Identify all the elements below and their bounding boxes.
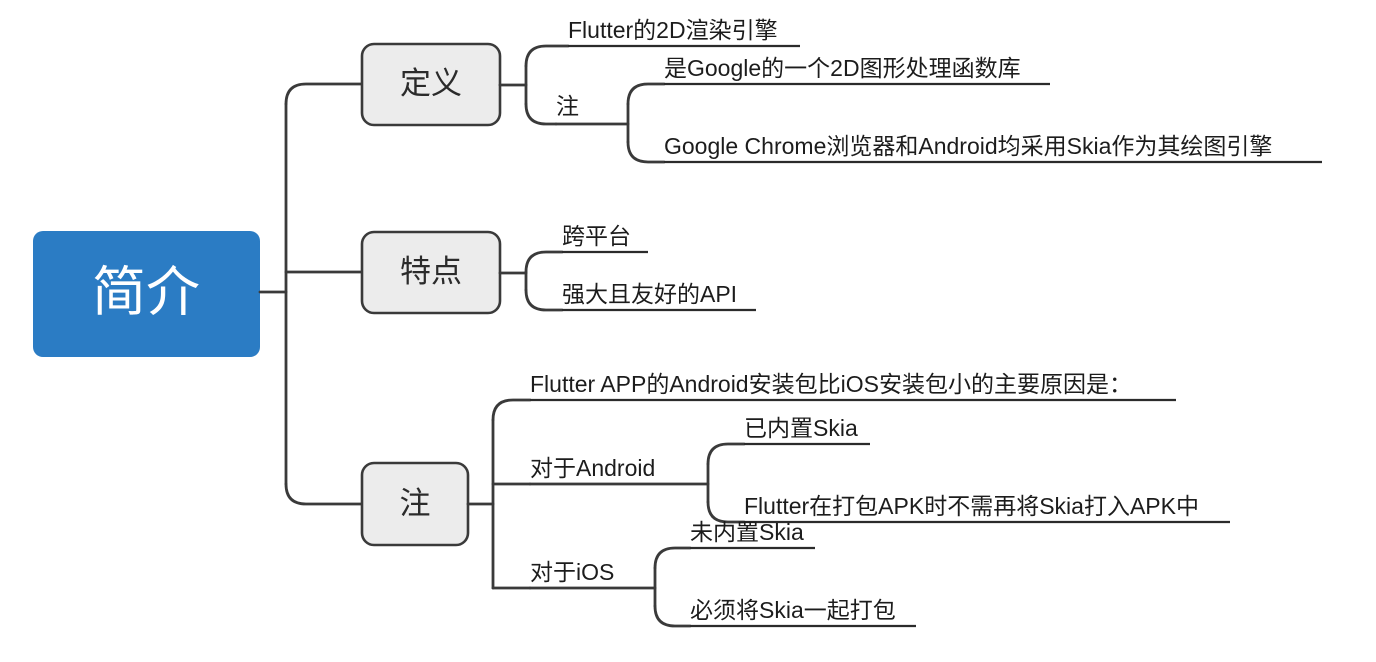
features-to-leaf-1 xyxy=(524,250,564,274)
branch-notes-label: 注 xyxy=(400,486,431,521)
leaf-android-2-label: Flutter在打包APK时不需再将Skia打入APK中 xyxy=(744,493,1199,519)
android-to-leaf-1 xyxy=(706,442,746,466)
leaf-notes-headline-label: Flutter APP的Android安装包比iOS安装包小的主要原因是： xyxy=(530,371,1132,397)
leaf-android-1[interactable]: 已内置Skia xyxy=(744,415,870,446)
sub-node-android-label: 对于Android xyxy=(530,455,655,481)
definition-note-to-leaf-1 xyxy=(626,82,666,106)
definition-note-to-leaf-2 xyxy=(626,140,666,164)
leaf-android-1-label: 已内置Skia xyxy=(744,415,858,441)
leaf-notes-headline[interactable]: Flutter APP的Android安装包比iOS安装包小的主要原因是： xyxy=(530,371,1176,402)
branch-node-notes[interactable]: 注 xyxy=(360,461,470,547)
branch-node-definition[interactable]: 定义 xyxy=(360,42,502,127)
sub-node-ios-label: 对于iOS xyxy=(530,559,614,585)
leaf-features-2[interactable]: 强大且友好的API xyxy=(562,281,756,312)
leaf-definition-note-2[interactable]: Google Chrome浏览器和Android均采用Skia作为其绘图引擎 xyxy=(664,133,1322,164)
definition-to-leaf-1 xyxy=(524,44,570,68)
ios-to-leaf-2 xyxy=(653,604,692,628)
leaf-ios-2[interactable]: 必须将Skia一起打包 xyxy=(690,597,916,628)
leaf-ios-1[interactable]: 未内置Skia xyxy=(690,519,815,550)
leaf-definition-note-2-label: Google Chrome浏览器和Android均采用Skia作为其绘图引擎 xyxy=(664,133,1272,159)
android-to-leaf-2 xyxy=(706,500,746,524)
features-to-leaf-2 xyxy=(524,288,564,312)
root-node-label: 简介 xyxy=(92,262,200,322)
branch-features-label: 特点 xyxy=(400,254,462,289)
leaf-definition-note-1[interactable]: 是Google的一个2D图形处理函数库 xyxy=(664,55,1050,86)
leaf-features-2-label: 强大且友好的API xyxy=(562,281,737,307)
spine-to-notes xyxy=(284,482,364,506)
leaf-features-1-label: 跨平台 xyxy=(562,223,631,249)
leaf-ios-2-label: 必须将Skia一起打包 xyxy=(690,597,896,623)
sub-node-ios[interactable]: 对于iOS xyxy=(530,559,614,585)
leaf-definition-note-1-label: 是Google的一个2D图形处理函数库 xyxy=(664,55,1021,81)
leaf-android-2[interactable]: Flutter在打包APK时不需再将Skia打入APK中 xyxy=(744,493,1230,524)
sub-node-definition-note-label: 注 xyxy=(556,93,579,119)
sub-node-definition-note[interactable]: 注 xyxy=(556,93,579,119)
ios-to-leaf-1 xyxy=(653,546,692,570)
notes-to-headline xyxy=(491,398,532,422)
branch-node-features[interactable]: 特点 xyxy=(360,230,502,315)
root-node-box[interactable] xyxy=(33,231,260,357)
root-node[interactable]: 简介 xyxy=(33,231,260,357)
branch-definition-label: 定义 xyxy=(400,66,462,101)
leaf-definition-1[interactable]: Flutter的2D渲染引擎 xyxy=(568,17,800,48)
definition-to-note xyxy=(524,102,558,126)
leaf-features-1[interactable]: 跨平台 xyxy=(562,223,648,254)
leaf-ios-1-label: 未内置Skia xyxy=(690,519,804,545)
spine-to-definition xyxy=(284,82,364,106)
leaf-definition-1-label: Flutter的2D渲染引擎 xyxy=(568,17,778,43)
sub-node-android[interactable]: 对于Android xyxy=(530,455,655,481)
